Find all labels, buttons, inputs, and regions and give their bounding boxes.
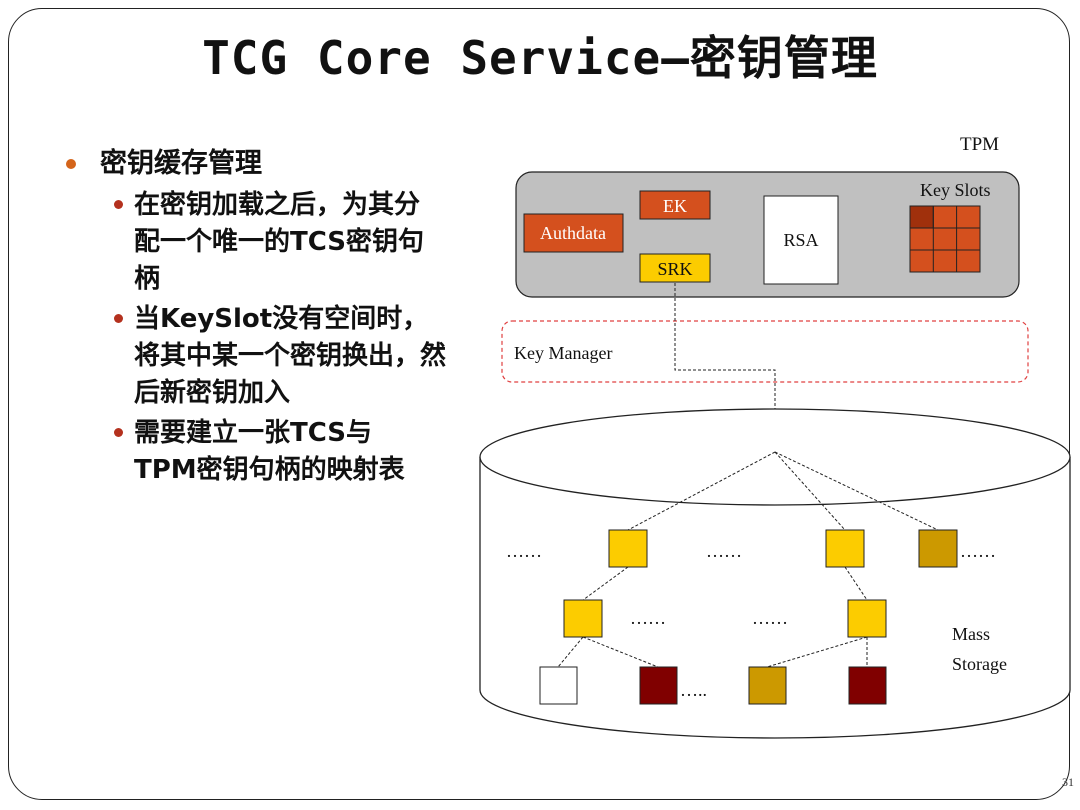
rsa-box <box>763 195 839 285</box>
key-node <box>918 529 958 568</box>
bullet-sub-1: 在密钥加载之后，为其分配一个唯一的TCS密钥句柄 <box>114 187 434 298</box>
bullet-sub-2: 当KeySlot没有空间时，将其中某一个密钥换出，然后新密钥加入 <box>114 301 452 412</box>
key-slots-label: Key Slots <box>920 180 991 200</box>
bullet-list: 密钥缓存管理 在密钥加载之后，为其分配一个唯一的TCS密钥句柄 当KeySlot… <box>60 145 480 492</box>
key-node <box>825 529 865 568</box>
key-node <box>847 599 887 638</box>
rsa-label: RSA <box>783 230 818 250</box>
key-node <box>539 666 578 705</box>
key-node <box>639 666 678 705</box>
ellipsis: …… <box>506 541 542 561</box>
bullet-main: 密钥缓存管理 <box>60 145 480 183</box>
srk-key <box>639 253 711 283</box>
ellipsis: …… <box>960 541 996 561</box>
ellipsis: …… <box>752 608 788 628</box>
key-node <box>748 666 787 705</box>
key-node <box>563 599 603 638</box>
mass-storage-label-1: Mass <box>952 624 990 644</box>
key-node <box>608 529 648 568</box>
ek-label: EK <box>663 196 687 216</box>
slide-frame <box>8 8 1070 800</box>
ellipsis: …… <box>706 541 742 561</box>
mass-storage-cylinder <box>479 408 1071 739</box>
slide-title: TCG Core Service—密钥管理 <box>202 31 878 85</box>
key-manager-box <box>501 320 1029 383</box>
ellipsis: …… <box>630 608 666 628</box>
mass-storage-label-2: Storage <box>952 654 1007 674</box>
tpm-label: TPM <box>960 134 999 155</box>
page-number: 31 <box>1062 775 1074 789</box>
key-manager-label: Key Manager <box>514 343 612 363</box>
authdata-label: Authdata <box>540 223 606 243</box>
bullet-sub-3: 需要建立一张TCS与TPM密钥句柄的映射表 <box>114 415 434 489</box>
srk-label: SRK <box>657 259 692 279</box>
key-tree-connectors <box>557 451 939 668</box>
key-node <box>848 666 887 705</box>
authdata-box <box>523 213 624 253</box>
ellipsis: ….. <box>680 680 707 700</box>
key-slots-grid <box>909 205 981 273</box>
ek-key <box>639 190 711 220</box>
